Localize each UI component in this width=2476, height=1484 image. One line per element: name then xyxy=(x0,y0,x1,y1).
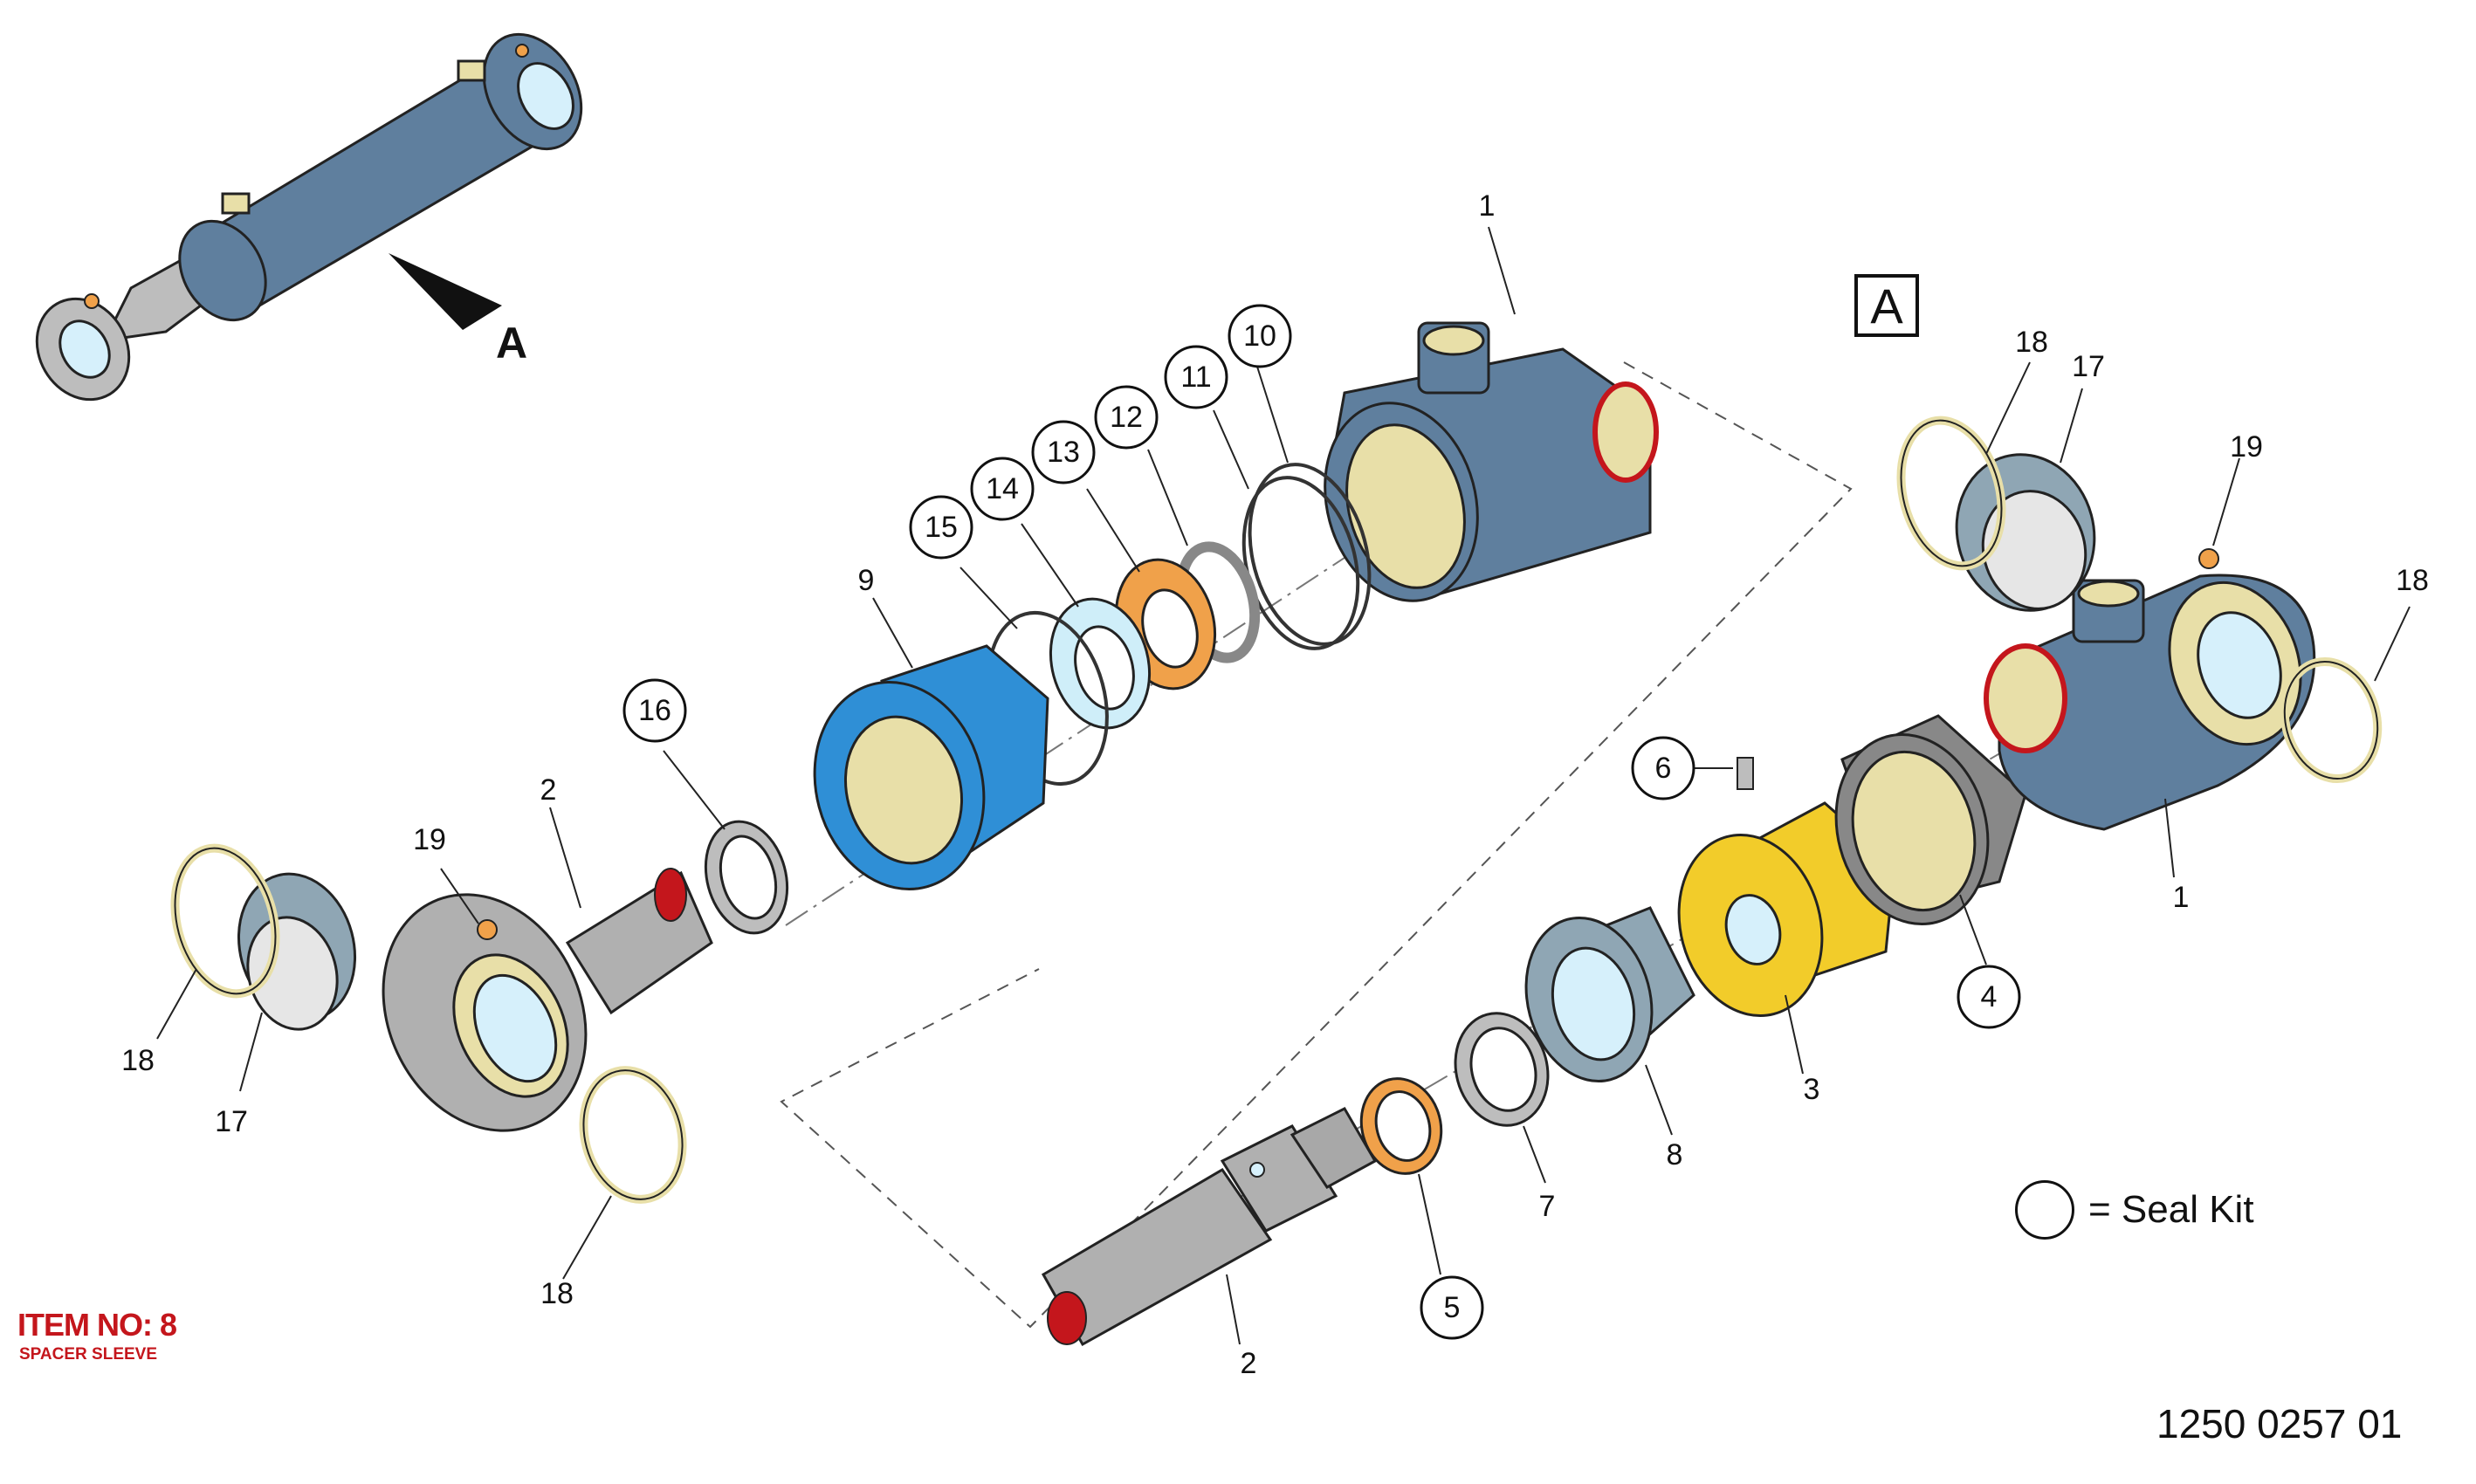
callout-8: 8 xyxy=(1667,1138,1683,1171)
barrel-end-1-right xyxy=(1984,548,2316,831)
piston-3 xyxy=(1677,801,1896,1018)
view-label-box: A xyxy=(1854,274,1919,337)
view-arrow-label: A xyxy=(496,319,528,368)
wiper-16 xyxy=(704,820,789,935)
seal-kit-legend-text: = Seal Kit xyxy=(2088,1188,2254,1231)
callout-18-right: 18 xyxy=(2396,564,2429,597)
callout-6: 6 xyxy=(1655,752,1672,785)
callout-2-bottom: 2 xyxy=(1241,1347,1257,1380)
item-number: ITEM NO: 8 xyxy=(17,1307,177,1343)
callout-18-right-top: 18 xyxy=(2015,326,2048,359)
gland-9 xyxy=(813,644,1049,890)
leader-lines xyxy=(156,226,2411,1345)
piston-seal-4 xyxy=(1834,714,2027,926)
piston-rod-2 xyxy=(1041,1107,1378,1347)
bushing-17-left xyxy=(237,872,357,1031)
set-screw-6 xyxy=(1737,757,1754,790)
callout-3: 3 xyxy=(1804,1073,1820,1106)
circlip-18-left-b xyxy=(579,1066,687,1204)
callout-13: 13 xyxy=(1047,436,1080,469)
callout-16: 16 xyxy=(638,694,671,727)
seal-kit-legend-symbol xyxy=(2015,1180,2074,1240)
callout-9: 9 xyxy=(858,564,875,597)
callout-18-eye: 18 xyxy=(540,1277,574,1310)
callout-12: 12 xyxy=(1110,401,1143,434)
callout-14: 14 xyxy=(986,472,1019,505)
seal-7 xyxy=(1454,1012,1550,1127)
assembly-guide-line xyxy=(780,361,1853,1329)
assembled-cylinder xyxy=(35,32,583,402)
spacer-sleeve-8 xyxy=(1524,906,1695,1083)
callout-19-right: 19 xyxy=(2230,430,2263,464)
callout-5: 5 xyxy=(1444,1291,1461,1324)
callout-17-left: 17 xyxy=(215,1105,248,1138)
callout-17-right: 17 xyxy=(2072,350,2105,383)
rod-eye-2 xyxy=(382,868,713,1132)
seal-kit-markers xyxy=(622,304,2021,1340)
callout-7: 7 xyxy=(1539,1190,1556,1223)
callout-10: 10 xyxy=(1243,319,1276,353)
callout-2-left: 2 xyxy=(540,773,557,807)
callout-18-left-bottom: 18 xyxy=(121,1044,155,1077)
callout-15: 15 xyxy=(925,511,958,544)
barrel-part-1 xyxy=(1324,321,1659,602)
callout-1-right: 1 xyxy=(2173,881,2190,914)
callout-11: 11 xyxy=(1180,361,1211,394)
callout-4: 4 xyxy=(1981,980,1998,1013)
bushing-17-right xyxy=(1955,453,2096,612)
seal-5 xyxy=(1359,1077,1443,1175)
drawing-number: 1250 0257 01 xyxy=(2156,1401,2403,1446)
item-description: SPACER SLEEVE xyxy=(19,1345,158,1364)
callout-1-top: 1 xyxy=(1479,189,1496,223)
callout-19-left: 19 xyxy=(413,823,446,856)
